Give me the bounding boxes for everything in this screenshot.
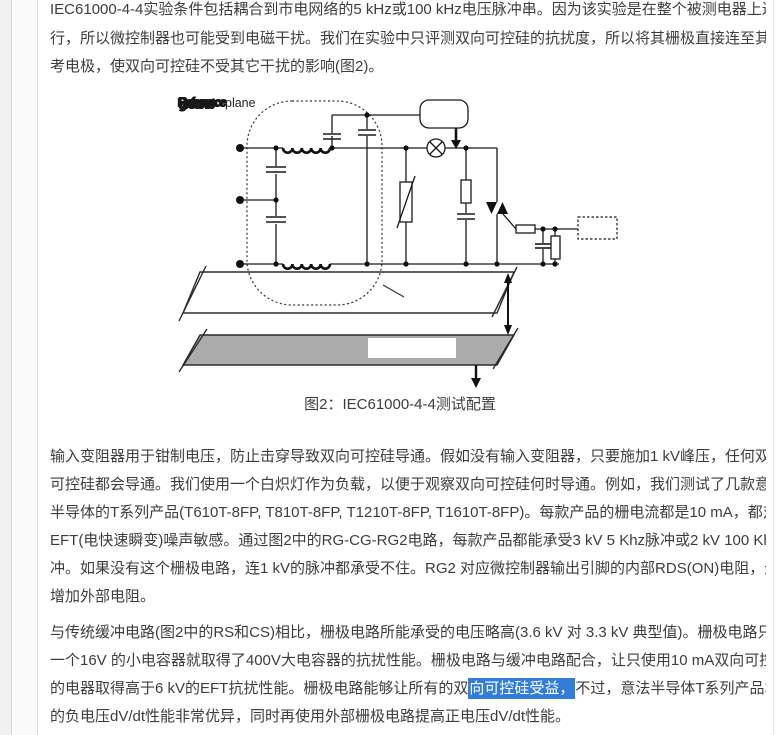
text-segment: 的电器取得高于6 kV的EFT抗扰性能。栅极电路能够让所有的双 bbox=[50, 680, 469, 697]
filter-capacitors bbox=[266, 129, 551, 249]
figure-test-setup bbox=[178, 99, 618, 388]
text-line: 的电器取得高于6 kV的EFT抗扰性能。栅极电路能够让所有的双向可控硅受益，不过… bbox=[50, 675, 766, 703]
circuit-wires bbox=[240, 114, 578, 265]
figure-caption: 图2：IEC61000-4-4测试配置 bbox=[304, 396, 496, 413]
plane-label-box bbox=[368, 338, 456, 358]
label-layer: ground bbox=[179, 97, 215, 111]
page-right-border bbox=[773, 0, 774, 735]
paragraph-intro: IEC61000-4-4实验条件包括耦合到市电网络的5 kHz或100 kHz电… bbox=[50, 0, 766, 82]
text-line: EFT(电快速瞬变)噪声敏感。通过图2中的RG-CG-RG2电路，每款产品都能承… bbox=[50, 532, 766, 549]
line-inductor-bottom bbox=[281, 263, 332, 270]
text-line: 与传统缓冲电路(图2中的RS和CS)相比，栅极电路所能承受的电压略高(3.6 k… bbox=[50, 624, 766, 641]
label-suffix: plane bbox=[225, 96, 256, 110]
line-inductor-top bbox=[281, 147, 332, 154]
varistor bbox=[396, 175, 416, 229]
paragraph-varistor: 输入变阻器用于钳制电压，防止击穿导致双向可控硅导通。假如没有输入变阻器，只要施加… bbox=[50, 443, 766, 611]
spacing-arrow bbox=[504, 273, 512, 335]
selected-text: 向可控硅受益， bbox=[468, 678, 576, 699]
triac bbox=[486, 202, 508, 214]
text-line: 输入变阻器用于钳制电压，防止击穿导致双向可控硅导通。假如没有输入变阻器，只要施加… bbox=[50, 448, 766, 465]
text-line: IEC61000-4-4实验条件包括耦合到市电网络的5 kHz或100 kHz电… bbox=[50, 1, 766, 18]
text-line: 的负电压dV/dt性能非常优异，同时再使用外部栅极电路提高正电压dV/dt性能。 bbox=[50, 708, 571, 725]
text-line: 半导体的T系列产品(T610T-8FP, T810T-8FP, T1210T-8… bbox=[50, 504, 766, 521]
ground-plane bbox=[178, 327, 519, 373]
coupling-network-outline bbox=[246, 100, 405, 306]
text-line: 行，所以微控制器也可能受到电磁干扰。我们在实验中只评测双向可控硅的抗扰度，所以将… bbox=[50, 29, 766, 47]
eft-generator-box bbox=[419, 99, 469, 149]
label-layer: Reference bbox=[178, 95, 226, 109]
text-segment: 不过，意法半导体T系列产品本身 bbox=[575, 680, 766, 697]
microcontroller-box bbox=[577, 216, 618, 240]
page-left-margin bbox=[13, 0, 38, 735]
junction-dots bbox=[236, 112, 558, 268]
paragraph-comparison: 与传统缓冲电路(图2中的RS和CS)相比，栅极电路所能承受的电压略高(3.6 k… bbox=[50, 619, 766, 731]
text-line: 考电极，使双向可控硅不受其它干扰的影响(图2)。 bbox=[50, 58, 384, 75]
gate-resistor-rg2 bbox=[550, 235, 561, 260]
ground-arrow bbox=[471, 365, 481, 388]
gate-resistor-rg bbox=[515, 224, 536, 234]
reference-plane-label: Reference ground plane bbox=[178, 95, 268, 111]
lamp-icon bbox=[426, 138, 446, 158]
text-line: 一个16V 的小电容器就取得了400V大电容器的抗扰性能。栅极电路与缓冲电路配合… bbox=[50, 652, 766, 669]
page-left-gutter bbox=[0, 0, 12, 735]
text-line: 增加外部电阻。 bbox=[50, 588, 156, 605]
support-plane bbox=[178, 265, 518, 322]
text-line: 冲。如果没有这个栅极电路，连1 kV的脉冲都承受不住。RG2 对应微控制器输出引… bbox=[50, 560, 766, 577]
snubber-resistor bbox=[460, 179, 472, 204]
text-line: 可控硅都会导通。我们使用一个白炽灯作为负载，以便于观察双向可控硅何时导通。例如，… bbox=[50, 476, 766, 493]
